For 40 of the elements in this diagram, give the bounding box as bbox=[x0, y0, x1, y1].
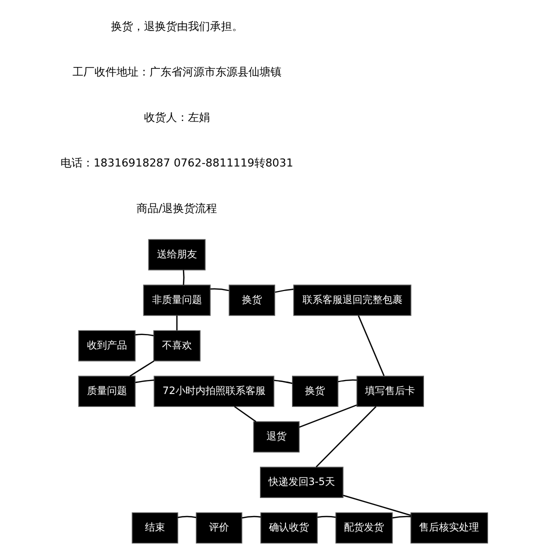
label: 电话：18316918287 0762-8811119转8031 bbox=[60, 156, 293, 170]
node-box: 不喜欢 bbox=[152, 330, 200, 362]
node-box: 填写售后卡 bbox=[356, 376, 424, 407]
connector bbox=[337, 379, 356, 382]
connector bbox=[274, 380, 292, 384]
node-box: 退货 bbox=[252, 421, 300, 452]
connector bbox=[274, 288, 294, 293]
node-box: 配货发货 bbox=[334, 512, 392, 544]
label: 收货人：左娟 bbox=[143, 111, 210, 124]
connector bbox=[234, 406, 256, 422]
node-box: 非质量问题 bbox=[142, 284, 210, 316]
connector bbox=[298, 404, 356, 428]
node-box: 联系客服退回完整包裹 bbox=[292, 284, 411, 316]
node-box: 换货 bbox=[228, 284, 275, 316]
connector bbox=[357, 315, 384, 376]
connector bbox=[177, 516, 196, 518]
connector bbox=[392, 516, 410, 518]
connector bbox=[316, 516, 336, 518]
connector bbox=[210, 288, 228, 292]
node-box: 质量问题 bbox=[78, 376, 136, 407]
connector bbox=[176, 315, 178, 330]
node-box: 72小时内拍照联系客服 bbox=[153, 376, 274, 407]
connector bbox=[134, 379, 154, 384]
label: 商品/退换货流程 bbox=[136, 202, 217, 216]
connector bbox=[315, 406, 376, 468]
node-box: 换货 bbox=[292, 376, 338, 407]
connector bbox=[134, 334, 154, 336]
node-box: 送给朋友 bbox=[148, 239, 206, 270]
node-box: 收到产品 bbox=[78, 330, 136, 362]
node-box: 确认收货 bbox=[260, 512, 318, 544]
node-box: 评价 bbox=[195, 512, 242, 544]
label: 工厂收件地址：广东省河源市东源县仙塘镇 bbox=[72, 65, 281, 78]
connector bbox=[241, 516, 260, 519]
label: 换货，退换货由我们承担。 bbox=[110, 20, 242, 33]
node-box: 快递发回3-5天 bbox=[259, 466, 343, 498]
node-box: 售后核实处理 bbox=[410, 512, 488, 544]
node-box: 结束 bbox=[131, 512, 178, 544]
connector bbox=[182, 270, 184, 285]
connector bbox=[129, 360, 154, 377]
connector bbox=[342, 494, 411, 516]
